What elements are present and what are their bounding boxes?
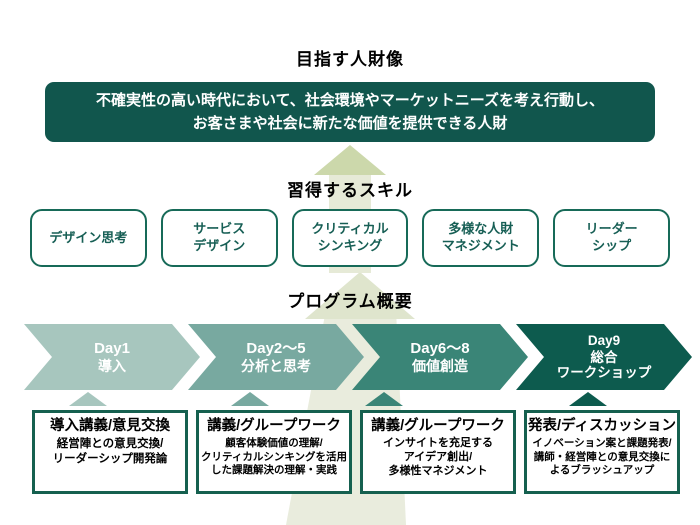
detail-body: 顧客体験価値の理解/ クリティカルシンキングを活用 した課題解決の理解・実践 (200, 437, 348, 476)
phase-day: Day2〜5 (246, 339, 306, 357)
skills-row: デザイン思考 サービス デザイン クリティカル シンキング 多様な人財 マネジメ… (30, 209, 670, 267)
detail-body: イノベーション案と課題発表/ 講師・経営陣との意見交換に よるブラッシュアップ (532, 437, 672, 476)
skill-card-service-design: サービス デザイン (160, 209, 278, 267)
phase-label: 導入 (98, 357, 126, 374)
goal-heading: 目指す人財像 (296, 50, 404, 69)
program-heading: プログラム概要 (287, 292, 413, 311)
detail-card-day1: 導入講義/意見交換 経営陣との意見交換/ リーダーシップ開発論 (32, 410, 188, 494)
detail-title: 発表/ディスカッション (527, 418, 676, 434)
goal-statement-box: 不確実性の高い時代において、社会環境やマーケットニーズを考え行動し、 お客さまや… (45, 82, 655, 142)
phase-day: Day1 (94, 339, 130, 357)
detail-body: インサイトを充足する アイデア創出/ 多様性マネジメント (383, 437, 493, 477)
detail-card-day9: 発表/ディスカッション イノベーション案と課題発表/ 講師・経営陣との意見交換に… (524, 410, 680, 494)
triangle-up-icon (365, 392, 403, 406)
phase-label: 分析と思考 (241, 357, 311, 374)
detail-card-day6-8: 講義/グループワーク インサイトを充足する アイデア創出/ 多様性マネジメント (360, 410, 516, 494)
triangle-up-icon (69, 392, 107, 406)
detail-card-day2-5: 講義/グループワーク 顧客体験価値の理解/ クリティカルシンキングを活用 した課… (196, 410, 352, 494)
phase-chevron-day6-8: Day6〜8 価値創造 (352, 324, 528, 390)
phase-chevron-day9: Day9 総合 ワークショップ (516, 324, 692, 390)
skill-card-diverse-talent-management: 多様な人財 マネジメント (422, 209, 540, 267)
skill-card-critical-thinking: クリティカル シンキング (291, 209, 409, 267)
phase-day: Day6〜8 (410, 339, 470, 357)
phase-label: 総合 ワークショップ (556, 349, 652, 381)
up-arrow-icon (314, 145, 386, 175)
phase-day: Day9 (587, 333, 621, 349)
detail-title: 講義/グループワーク (371, 418, 505, 434)
phase-label: 価値創造 (412, 357, 468, 374)
skill-card-design-thinking: デザイン思考 (30, 209, 147, 267)
phase-chevron-day1: Day1 導入 (24, 324, 200, 390)
detail-body: 経営陣との意見交換/ リーダーシップ開発論 (52, 438, 168, 465)
detail-title: 導入講義/意見交換 (49, 418, 171, 434)
triangle-up-icon (569, 392, 607, 406)
triangle-up-icon (231, 392, 269, 406)
skills-heading: 習得するスキル (287, 181, 413, 200)
skill-card-leadership: リーダー シップ (553, 209, 670, 267)
detail-title: 講義/グループワーク (207, 418, 341, 434)
phase-chevron-day2-5: Day2〜5 分析と思考 (188, 324, 364, 390)
